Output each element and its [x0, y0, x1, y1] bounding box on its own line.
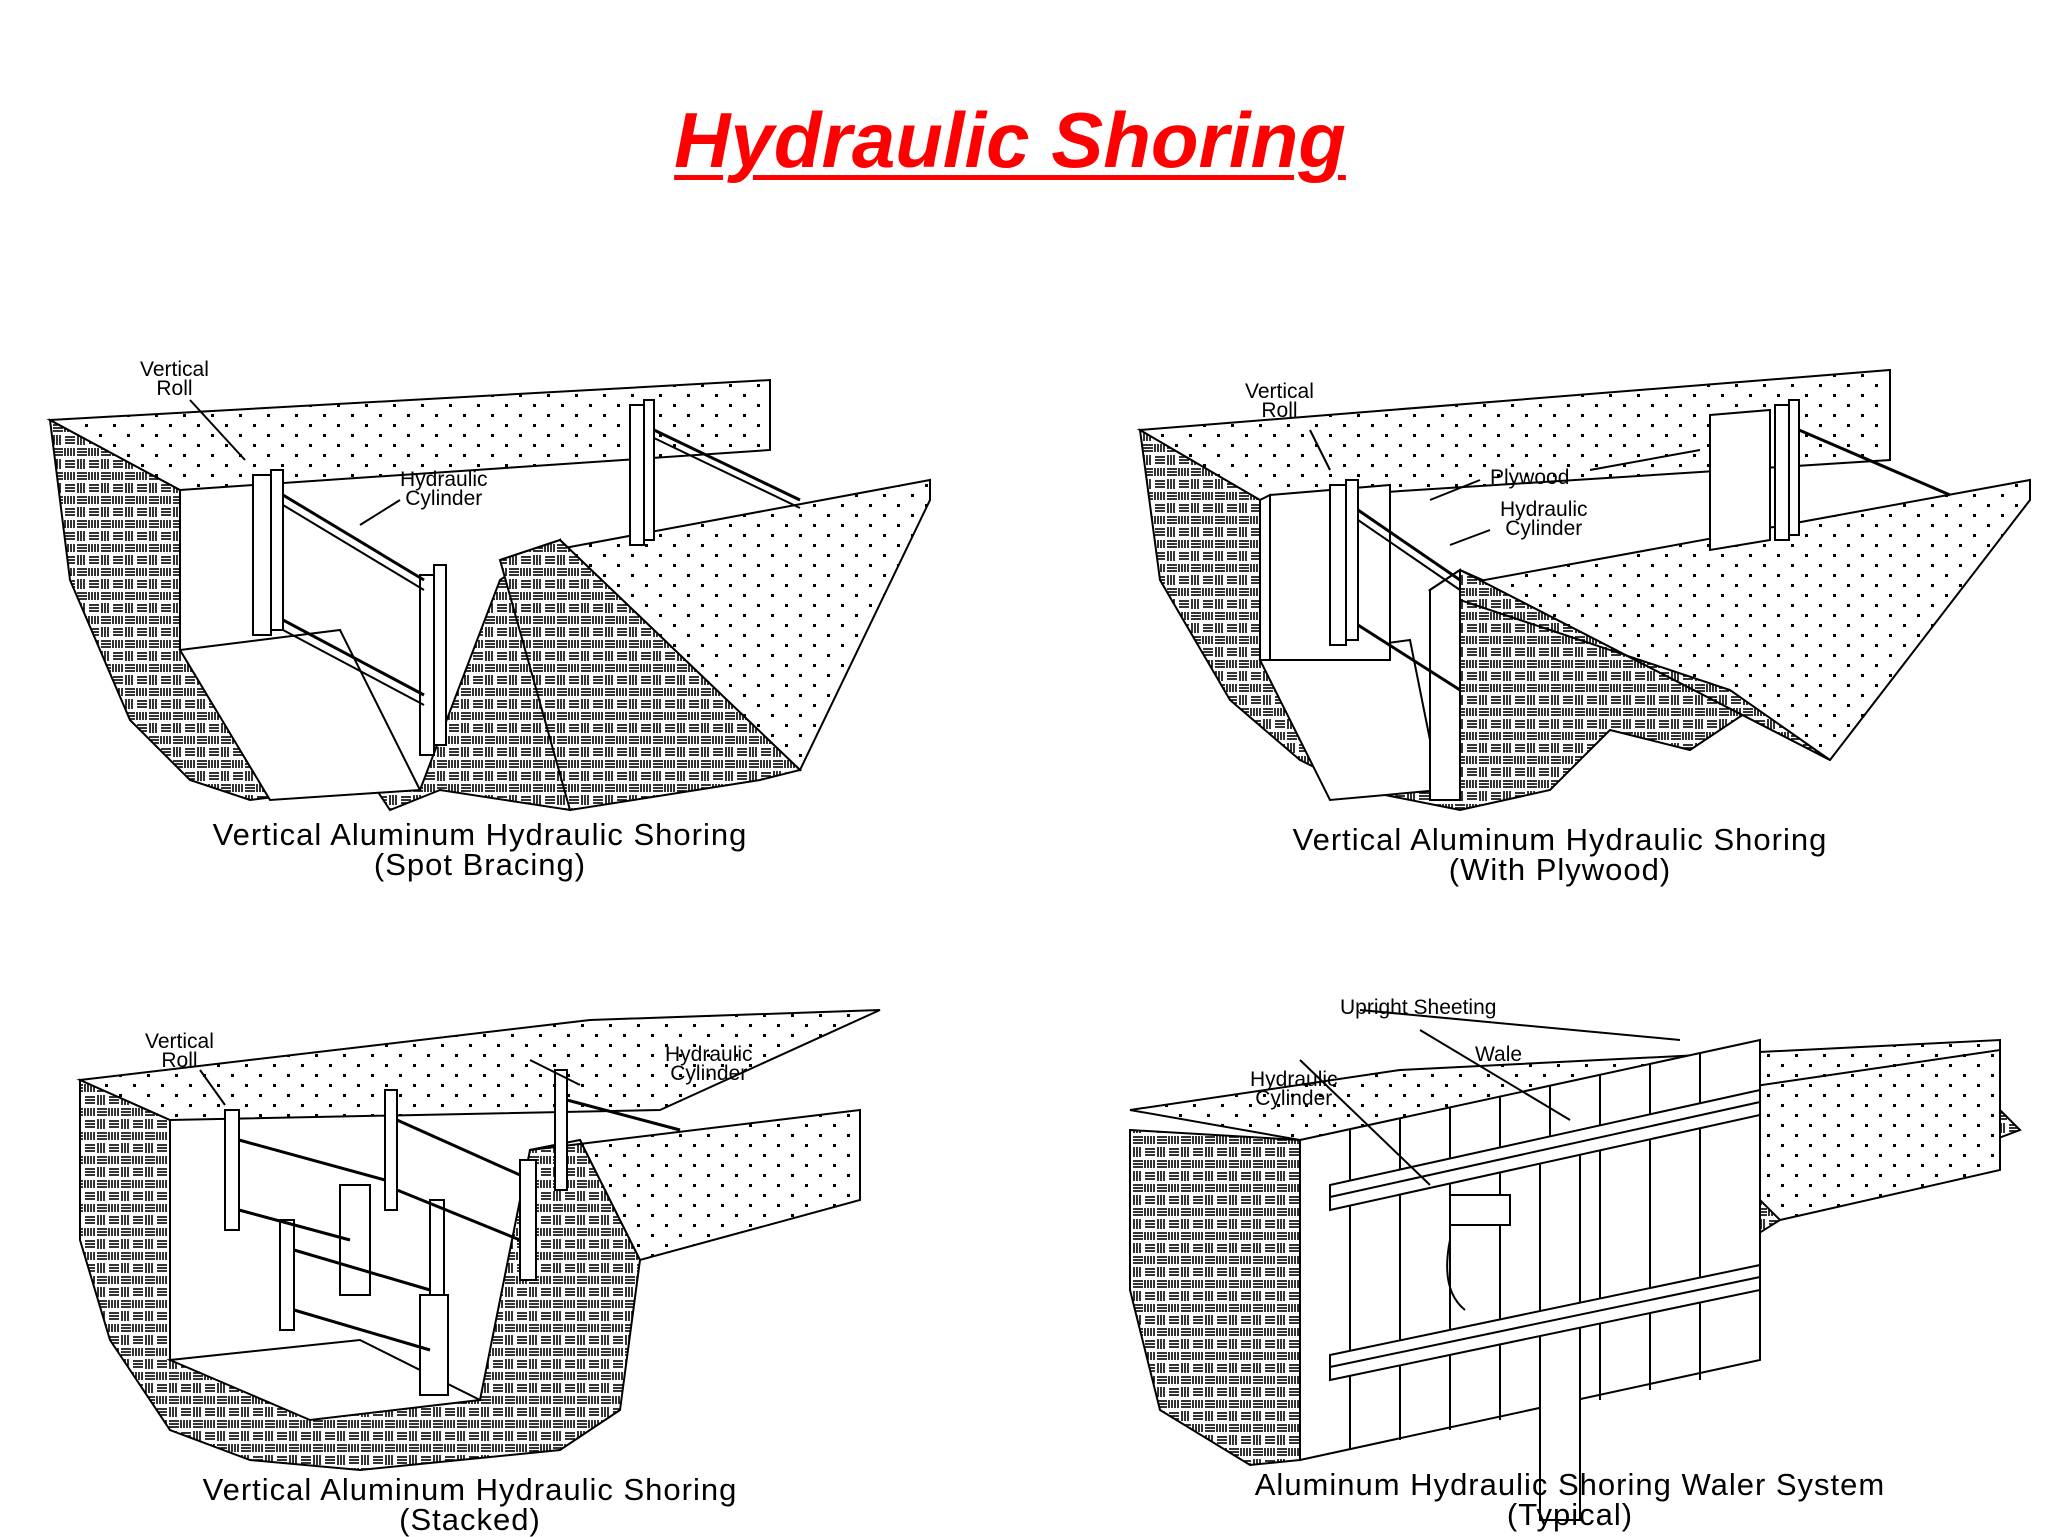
label-hydraulic-cylinder: Hydraulic Cylinder	[1500, 498, 1588, 540]
diagram-waler-system: Upright Sheeting Wale Hydraulic Cylinder…	[1120, 990, 2040, 1530]
label-hydraulic-cylinder: Hydraulic Cylinder	[665, 1043, 753, 1085]
label-vertical-roll: Vertical Roll	[140, 358, 209, 400]
diagram-with-plywood: Vertical Roll Plywood Hydraulic Cylinder…	[1130, 368, 2031, 890]
slide-title: Hydraulic Shoring	[674, 96, 1346, 184]
label-hydraulic-cylinder: Hydraulic Cylinder	[1250, 1068, 1338, 1110]
diagram-spot-bracing: Vertical Roll Hydraulic Cylinder Vertica…	[40, 350, 940, 890]
diagram-stacked: Vertical Roll Hydraulic Cylinder Vertica…	[60, 1009, 940, 1535]
caption-line-2: (With Plywood)	[1448, 852, 1672, 887]
label-wale: Wale	[1475, 1043, 1523, 1066]
caption-line-1: Vertical Aluminum Hydraulic Shoring	[202, 1472, 738, 1507]
caption-line-1: Vertical Aluminum Hydraulic Shoring	[212, 817, 748, 852]
caption-stacked: Vertical Aluminum Hydraulic Shoring (Sta…	[80, 1472, 860, 1537]
caption-spot-bracing: Vertical Aluminum Hydraulic Shoring (Spo…	[100, 817, 860, 882]
label-vertical-roll: Vertical Roll	[145, 1030, 214, 1072]
with-plywood-drawing	[1136, 368, 2031, 812]
caption-line-1: Aluminum Hydraulic Shoring Waler System	[1254, 1467, 1886, 1502]
caption-line-1: Vertical Aluminum Hydraulic Shoring	[1292, 822, 1828, 857]
caption-waler-system: Aluminum Hydraulic Shoring Waler System …	[1120, 1467, 2020, 1532]
label-vertical-roll: Vertical Roll	[1245, 380, 1314, 422]
label-plywood: Plywood	[1490, 466, 1570, 489]
caption-line-2: (Stacked)	[399, 1502, 541, 1537]
spot-bracing-drawing	[46, 378, 931, 812]
caption-line-2: (Spot Bracing)	[373, 847, 587, 882]
stacked-drawing	[76, 1009, 881, 1472]
waler-system-drawing	[1129, 1009, 2022, 1521]
label-upright-sheeting: Upright Sheeting	[1340, 996, 1497, 1019]
caption-line-2: (Typical)	[1506, 1497, 1634, 1532]
caption-with-plywood: Vertical Aluminum Hydraulic Shoring (Wit…	[1180, 822, 1940, 887]
label-hydraulic-cylinder: Hydraulic Cylinder	[400, 468, 488, 510]
